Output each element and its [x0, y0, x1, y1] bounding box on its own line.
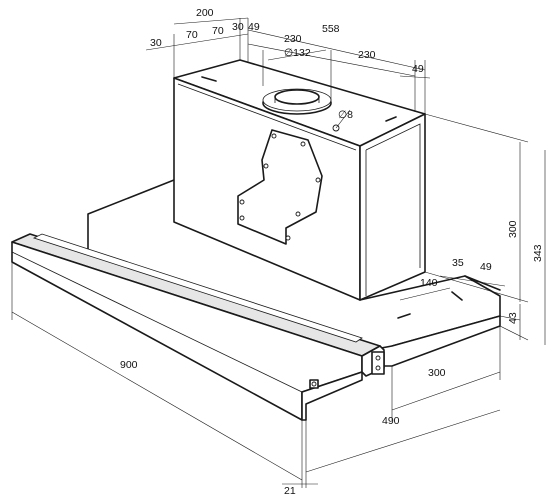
dim-phi-132: ∅132: [284, 47, 311, 59]
dim-343: 343: [532, 244, 544, 262]
dim-49-right: 49: [412, 63, 424, 75]
dim-49-base: 49: [480, 261, 492, 273]
dim-558: 558: [322, 23, 340, 35]
dim-30-top: 30: [232, 21, 244, 33]
dim-30-left: 30: [150, 37, 162, 49]
dim-49-top: 49: [248, 21, 260, 33]
dim-300-vertical: 300: [507, 220, 519, 238]
dim-70-a: 70: [186, 29, 198, 41]
dim-230-b: 230: [358, 49, 376, 61]
dim-35: 35: [452, 257, 464, 269]
side-plate: [237, 129, 323, 245]
dim-140: 140: [420, 277, 438, 289]
dimension-lines: [11, 17, 546, 485]
dim-230-a: 230: [284, 33, 302, 45]
dim-300-horizontal: 300: [428, 367, 446, 379]
drawer-front: [11, 233, 385, 421]
dim-900: 900: [120, 359, 138, 371]
dimension-labels: 200 558 30 49 30 70 70 230 230 49 ∅132 ∅…: [120, 7, 544, 497]
dim-43: 43: [507, 312, 519, 324]
exhaust-collar: [262, 88, 332, 115]
dim-phi-8: ∅8: [338, 109, 353, 121]
dim-21: 21: [284, 485, 296, 497]
hood-body: [87, 59, 501, 367]
dim-200: 200: [196, 7, 214, 19]
box-right-face: [359, 113, 426, 301]
dim-70-b: 70: [212, 25, 224, 37]
extension-lines: [11, 18, 529, 488]
dim-490: 490: [382, 415, 400, 427]
